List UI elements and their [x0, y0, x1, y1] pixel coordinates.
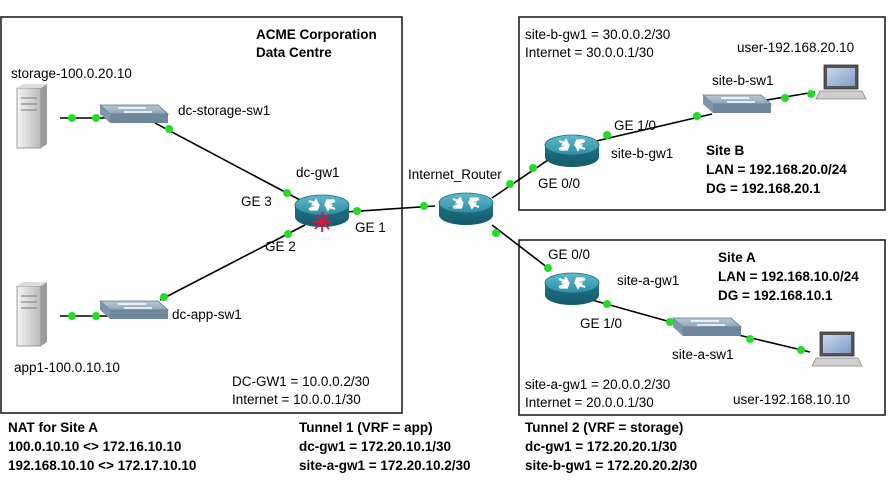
server-icon[interactable] — [16, 281, 48, 347]
storage-server-label: storage-100.0.20.10 — [11, 66, 132, 81]
dc-gw1-router-icon[interactable] — [293, 193, 351, 232]
site-a-inet-addr: Internet = 20.0.0.1/30 — [525, 395, 654, 410]
site-b-ge00-label: GE 0/0 — [538, 176, 580, 191]
laptop-icon[interactable] — [811, 331, 863, 367]
dc-ge2-label: GE 2 — [265, 239, 296, 254]
site-b-lan: LAN = 192.168.20.0/24 — [706, 162, 847, 177]
switch-icon[interactable] — [99, 300, 169, 320]
datacentre-box — [0, 16, 403, 414]
tunnel2-dc: dc-gw1 = 172.20.20.1/30 — [525, 439, 677, 454]
site-a-box — [518, 239, 886, 416]
dc-storage-sw-label: dc-storage-sw1 — [178, 103, 270, 118]
switch-icon[interactable] — [99, 104, 169, 124]
link-app-switch-dcgw — [159, 224, 306, 301]
datacentre-title: ACME Corporation — [256, 27, 377, 42]
site-b-name: Site B — [706, 143, 745, 158]
site-a-gw-addr: site-a-gw1 = 20.0.0.2/30 — [525, 377, 670, 392]
site-b-dg: DG = 192.168.20.1 — [706, 181, 821, 196]
site-b-box — [518, 16, 886, 211]
tunnel1-site: site-a-gw1 = 172.20.10.2/30 — [299, 458, 471, 473]
site-a-user-label: user-192.168.10.10 — [733, 392, 850, 407]
nat-line-2: 192.168.10.10 <> 172.17.10.10 — [8, 458, 196, 473]
link-storage-switch-dcgw — [154, 122, 301, 201]
switch-icon[interactable] — [672, 317, 742, 337]
router-icon[interactable] — [437, 191, 495, 227]
datacentre-subtitle: Data Centre — [256, 45, 332, 60]
dc-gw-label: dc-gw1 — [296, 165, 340, 180]
site-b-sw-label: site-b-sw1 — [712, 73, 774, 88]
site-a-dg: DG = 192.168.10.1 — [718, 288, 833, 303]
link-sitea-switch-user — [729, 332, 811, 353]
site-a-sw-label: site-a-sw1 — [672, 347, 734, 362]
dc-ge1-label: GE 1 — [355, 220, 386, 235]
switch-icon[interactable] — [702, 94, 772, 114]
site-b-ge10-label: GE 1/0 — [614, 118, 656, 133]
link-internet-sitea — [491, 224, 549, 269]
site-b-inet-addr: Internet = 30.0.0.1/30 — [525, 45, 654, 60]
dc-inet-addr: Internet = 10.0.0.1/30 — [232, 392, 361, 407]
tunnel1-dc: dc-gw1 = 172.20.10.1/30 — [299, 439, 451, 454]
nat-line-1: 100.0.10.10 <> 172.16.10.10 — [8, 439, 181, 454]
tunnel2-site: site-b-gw1 = 172.20.20.2/30 — [525, 458, 697, 473]
tunnel2-title: Tunnel 2 (VRF = storage) — [525, 420, 683, 435]
dc-app-sw-label: dc-app-sw1 — [172, 307, 242, 322]
site-b-gw-label: site-b-gw1 — [611, 146, 673, 161]
laptop-icon[interactable] — [815, 64, 867, 100]
nat-title: NAT for Site A — [8, 420, 98, 435]
site-b-gw-addr: site-b-gw1 = 30.0.0.2/30 — [525, 27, 670, 42]
site-a-ge10-label: GE 1/0 — [580, 316, 622, 331]
dc-ge3-label: GE 3 — [241, 194, 272, 209]
server-icon[interactable] — [16, 83, 48, 149]
internet-router-label: Internet_Router — [408, 167, 502, 182]
app-server-label: app1-100.0.10.10 — [14, 360, 120, 375]
router-icon[interactable] — [543, 133, 601, 169]
link-siteb-gw-switch — [591, 113, 713, 143]
dc-gw-addr: DC-GW1 = 10.0.0.2/30 — [232, 374, 370, 389]
site-a-lan: LAN = 192.168.10.0/24 — [718, 269, 859, 284]
tunnel1-title: Tunnel 1 (VRF = app) — [299, 420, 433, 435]
site-b-user-label: user-192.168.20.10 — [737, 40, 854, 55]
link-endpoints — [68, 90, 815, 354]
site-a-gw-label: site-a-gw1 — [617, 273, 679, 288]
site-a-name: Site A — [718, 250, 756, 265]
link-internet-siteb — [491, 159, 549, 199]
site-a-ge00-label: GE 0/0 — [548, 247, 590, 262]
router-icon[interactable] — [543, 271, 601, 307]
